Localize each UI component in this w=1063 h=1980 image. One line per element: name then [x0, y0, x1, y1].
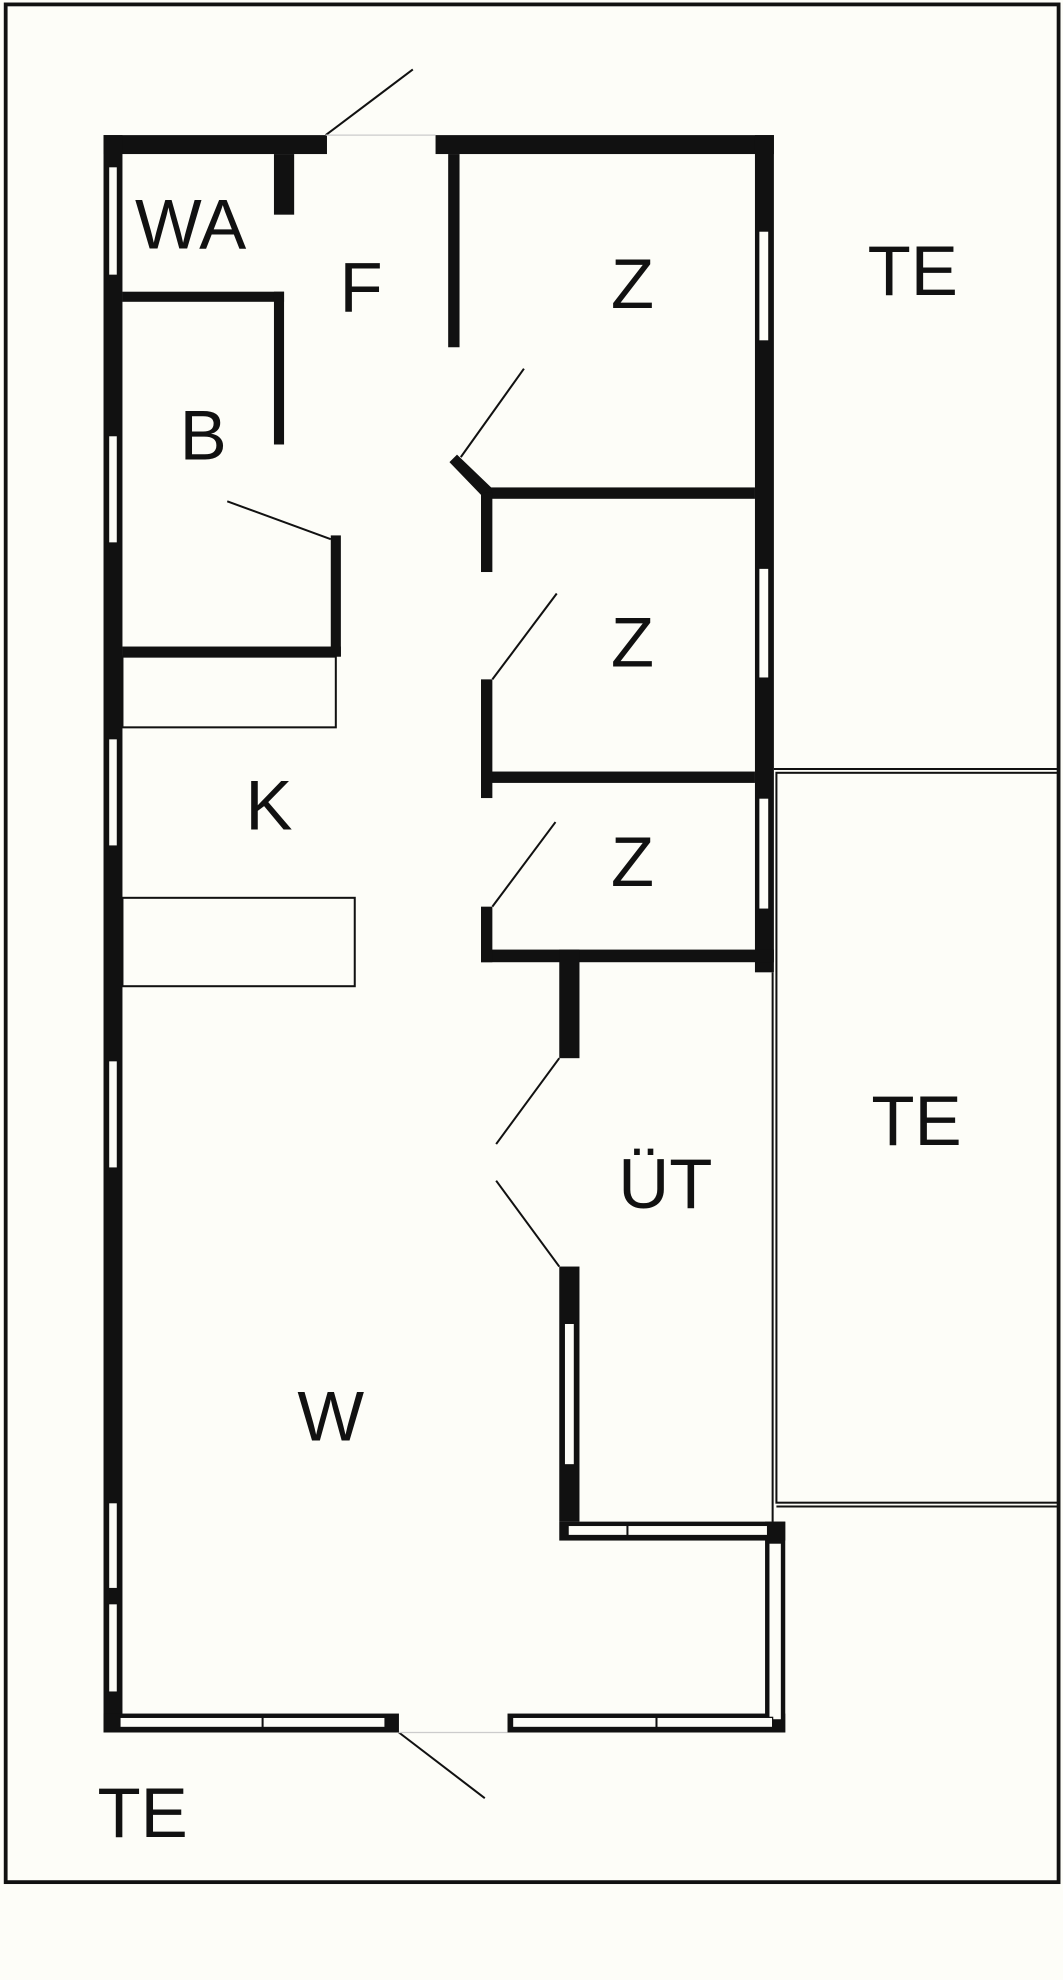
- kitchen-counter-top: [121, 655, 337, 729]
- room-label-z2: Z: [611, 602, 654, 681]
- terrace-label-top: TE: [868, 231, 958, 310]
- terrace-label-bottom: TE: [98, 1773, 188, 1852]
- room-label-b: B: [180, 395, 227, 474]
- room-label-wa: WA: [135, 184, 247, 263]
- windows: [107, 166, 783, 1729]
- door-swings: [226, 68, 561, 1799]
- room-label-z3: Z: [611, 822, 654, 901]
- terrace-lines: [773, 768, 1059, 1508]
- terrace-label-middle: TE: [871, 1081, 961, 1160]
- room-label-f: F: [339, 248, 382, 327]
- room-label-z1: Z: [611, 244, 654, 323]
- room-label-ut: ÜT: [618, 1144, 712, 1223]
- room-label-w: W: [297, 1377, 364, 1456]
- kitchen-counter-bottom: [121, 896, 356, 988]
- room-label-k: K: [245, 765, 292, 844]
